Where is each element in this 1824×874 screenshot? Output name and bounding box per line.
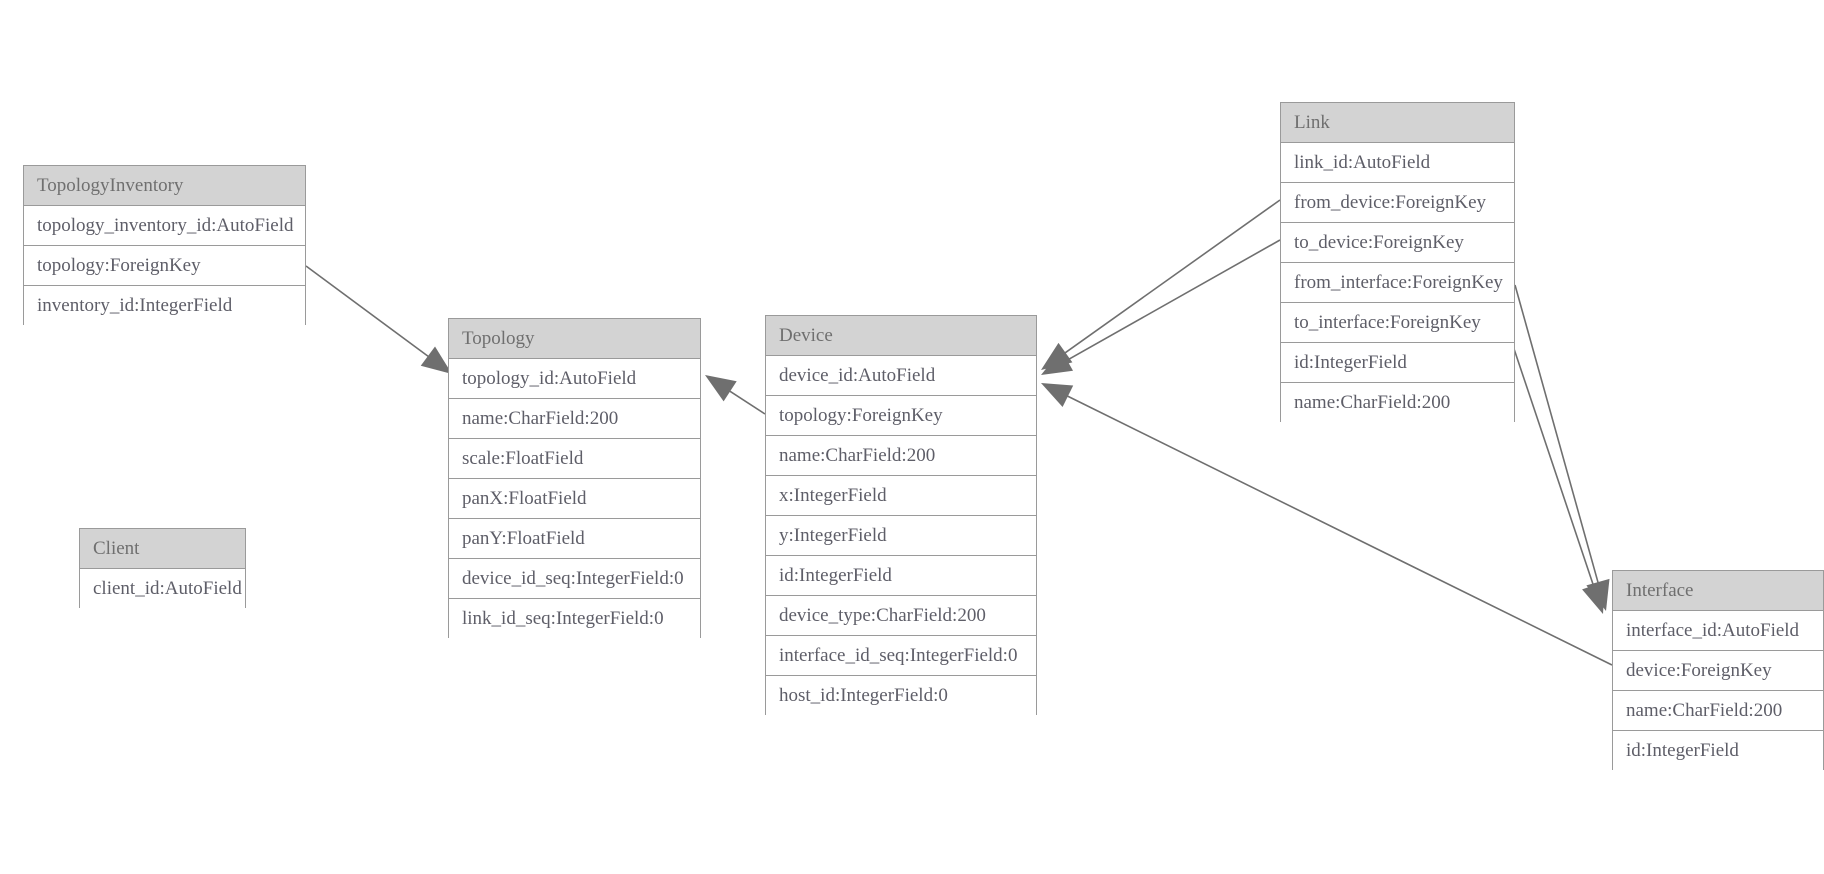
entity-field[interactable]: id:IntegerField [1613, 731, 1823, 771]
entity-field[interactable]: link_id_seq:IntegerField:0 [449, 599, 700, 639]
relationship-arrowhead-icon [1586, 578, 1610, 611]
relationship-link-from-interface [1514, 284, 1610, 611]
entity-title-link: Link [1281, 103, 1514, 143]
entity-field[interactable]: from_interface:ForeignKey [1281, 263, 1514, 303]
entity-field[interactable]: panY:FloatField [449, 519, 700, 559]
relationship-arrowhead-icon [1582, 581, 1605, 614]
entity-field[interactable]: topology_inventory_id:AutoField [24, 206, 305, 246]
entity-field[interactable]: scale:FloatField [449, 439, 700, 479]
entity-field[interactable]: to_device:ForeignKey [1281, 223, 1514, 263]
entity-field[interactable]: name:CharField:200 [1281, 383, 1514, 423]
entity-field[interactable]: id:IntegerField [766, 556, 1036, 596]
relationship-arrowhead-icon [705, 375, 737, 402]
relationship-device-topology [705, 375, 766, 415]
relationship-line [726, 388, 766, 415]
relationship-link-from-device [1041, 199, 1281, 370]
relationship-topologyinventory-topology [305, 265, 452, 374]
entity-field[interactable]: x:IntegerField [766, 476, 1036, 516]
entity-field[interactable]: topology_id:AutoField [449, 359, 700, 399]
entity-field[interactable]: name:CharField:200 [449, 399, 700, 439]
entity-field[interactable]: device_id:AutoField [766, 356, 1036, 396]
entity-field[interactable]: interface_id_seq:IntegerField:0 [766, 636, 1036, 676]
entity-title-topology_inventory: TopologyInventory [24, 166, 305, 206]
relationship-line [1505, 324, 1596, 590]
relationship-line [1061, 199, 1281, 356]
entity-field[interactable]: client_id:AutoField [80, 569, 245, 609]
entity-title-interface: Interface [1613, 571, 1823, 611]
entity-title-device: Device [766, 316, 1036, 356]
entity-field[interactable]: device_type:CharField:200 [766, 596, 1036, 636]
entity-field[interactable]: name:CharField:200 [1613, 691, 1823, 731]
entity-field[interactable]: interface_id:AutoField [1613, 611, 1823, 651]
relationship-line [1063, 239, 1281, 363]
relationship-line [1063, 393, 1613, 666]
relationship-link-to-interface [1505, 324, 1605, 614]
relationship-arrowhead-icon [1041, 349, 1074, 375]
entity-field[interactable]: device:ForeignKey [1613, 651, 1823, 691]
entity-field[interactable]: from_device:ForeignKey [1281, 183, 1514, 223]
entity-field[interactable]: panX:FloatField [449, 479, 700, 519]
entity-field[interactable]: topology:ForeignKey [766, 396, 1036, 436]
relationship-arrowhead-icon [1041, 342, 1073, 370]
entity-title-topology: Topology [449, 319, 700, 359]
entity-field[interactable]: y:IntegerField [766, 516, 1036, 556]
relationship-link-to-device [1041, 239, 1281, 375]
entity-field[interactable]: topology:ForeignKey [24, 246, 305, 286]
entity-field[interactable]: host_id:IntegerField:0 [766, 676, 1036, 716]
entity-field[interactable]: inventory_id:IntegerField [24, 286, 305, 326]
relationship-line [1514, 284, 1600, 587]
entity-field[interactable]: name:CharField:200 [766, 436, 1036, 476]
entity-field[interactable]: to_interface:ForeignKey [1281, 303, 1514, 343]
entity-field[interactable]: id:IntegerField [1281, 343, 1514, 383]
entity-field[interactable]: link_id:AutoField [1281, 143, 1514, 183]
relationship-arrowhead-icon [1041, 383, 1074, 408]
relationship-interface-device [1041, 383, 1613, 666]
entity-title-client: Client [80, 529, 245, 569]
entity-field[interactable]: device_id_seq:IntegerField:0 [449, 559, 700, 599]
relationship-line [305, 265, 432, 360]
